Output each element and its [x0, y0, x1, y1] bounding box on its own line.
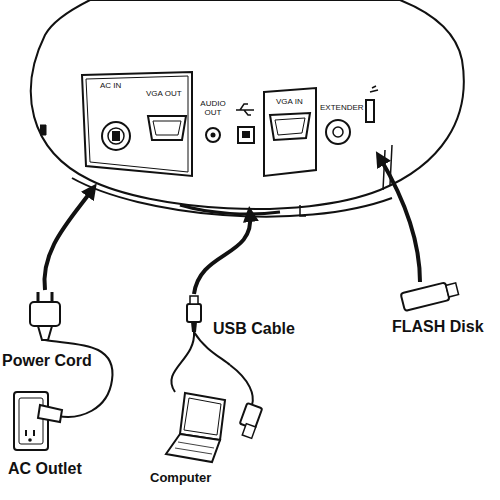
device-label: AC Outlet	[8, 460, 82, 478]
device-label: Computer	[150, 470, 211, 485]
port-label: AC IN	[100, 82, 121, 91]
port-label: VGA OUT	[146, 90, 182, 99]
device-label: FLASH Disk	[392, 318, 484, 336]
port-label: AUDIO OUT	[196, 100, 230, 118]
port-label: EXTENDER	[320, 104, 364, 113]
cable-label: USB Cable	[213, 320, 295, 338]
port-label: VGA IN	[276, 98, 303, 107]
cable-label: Power Cord	[2, 352, 92, 370]
